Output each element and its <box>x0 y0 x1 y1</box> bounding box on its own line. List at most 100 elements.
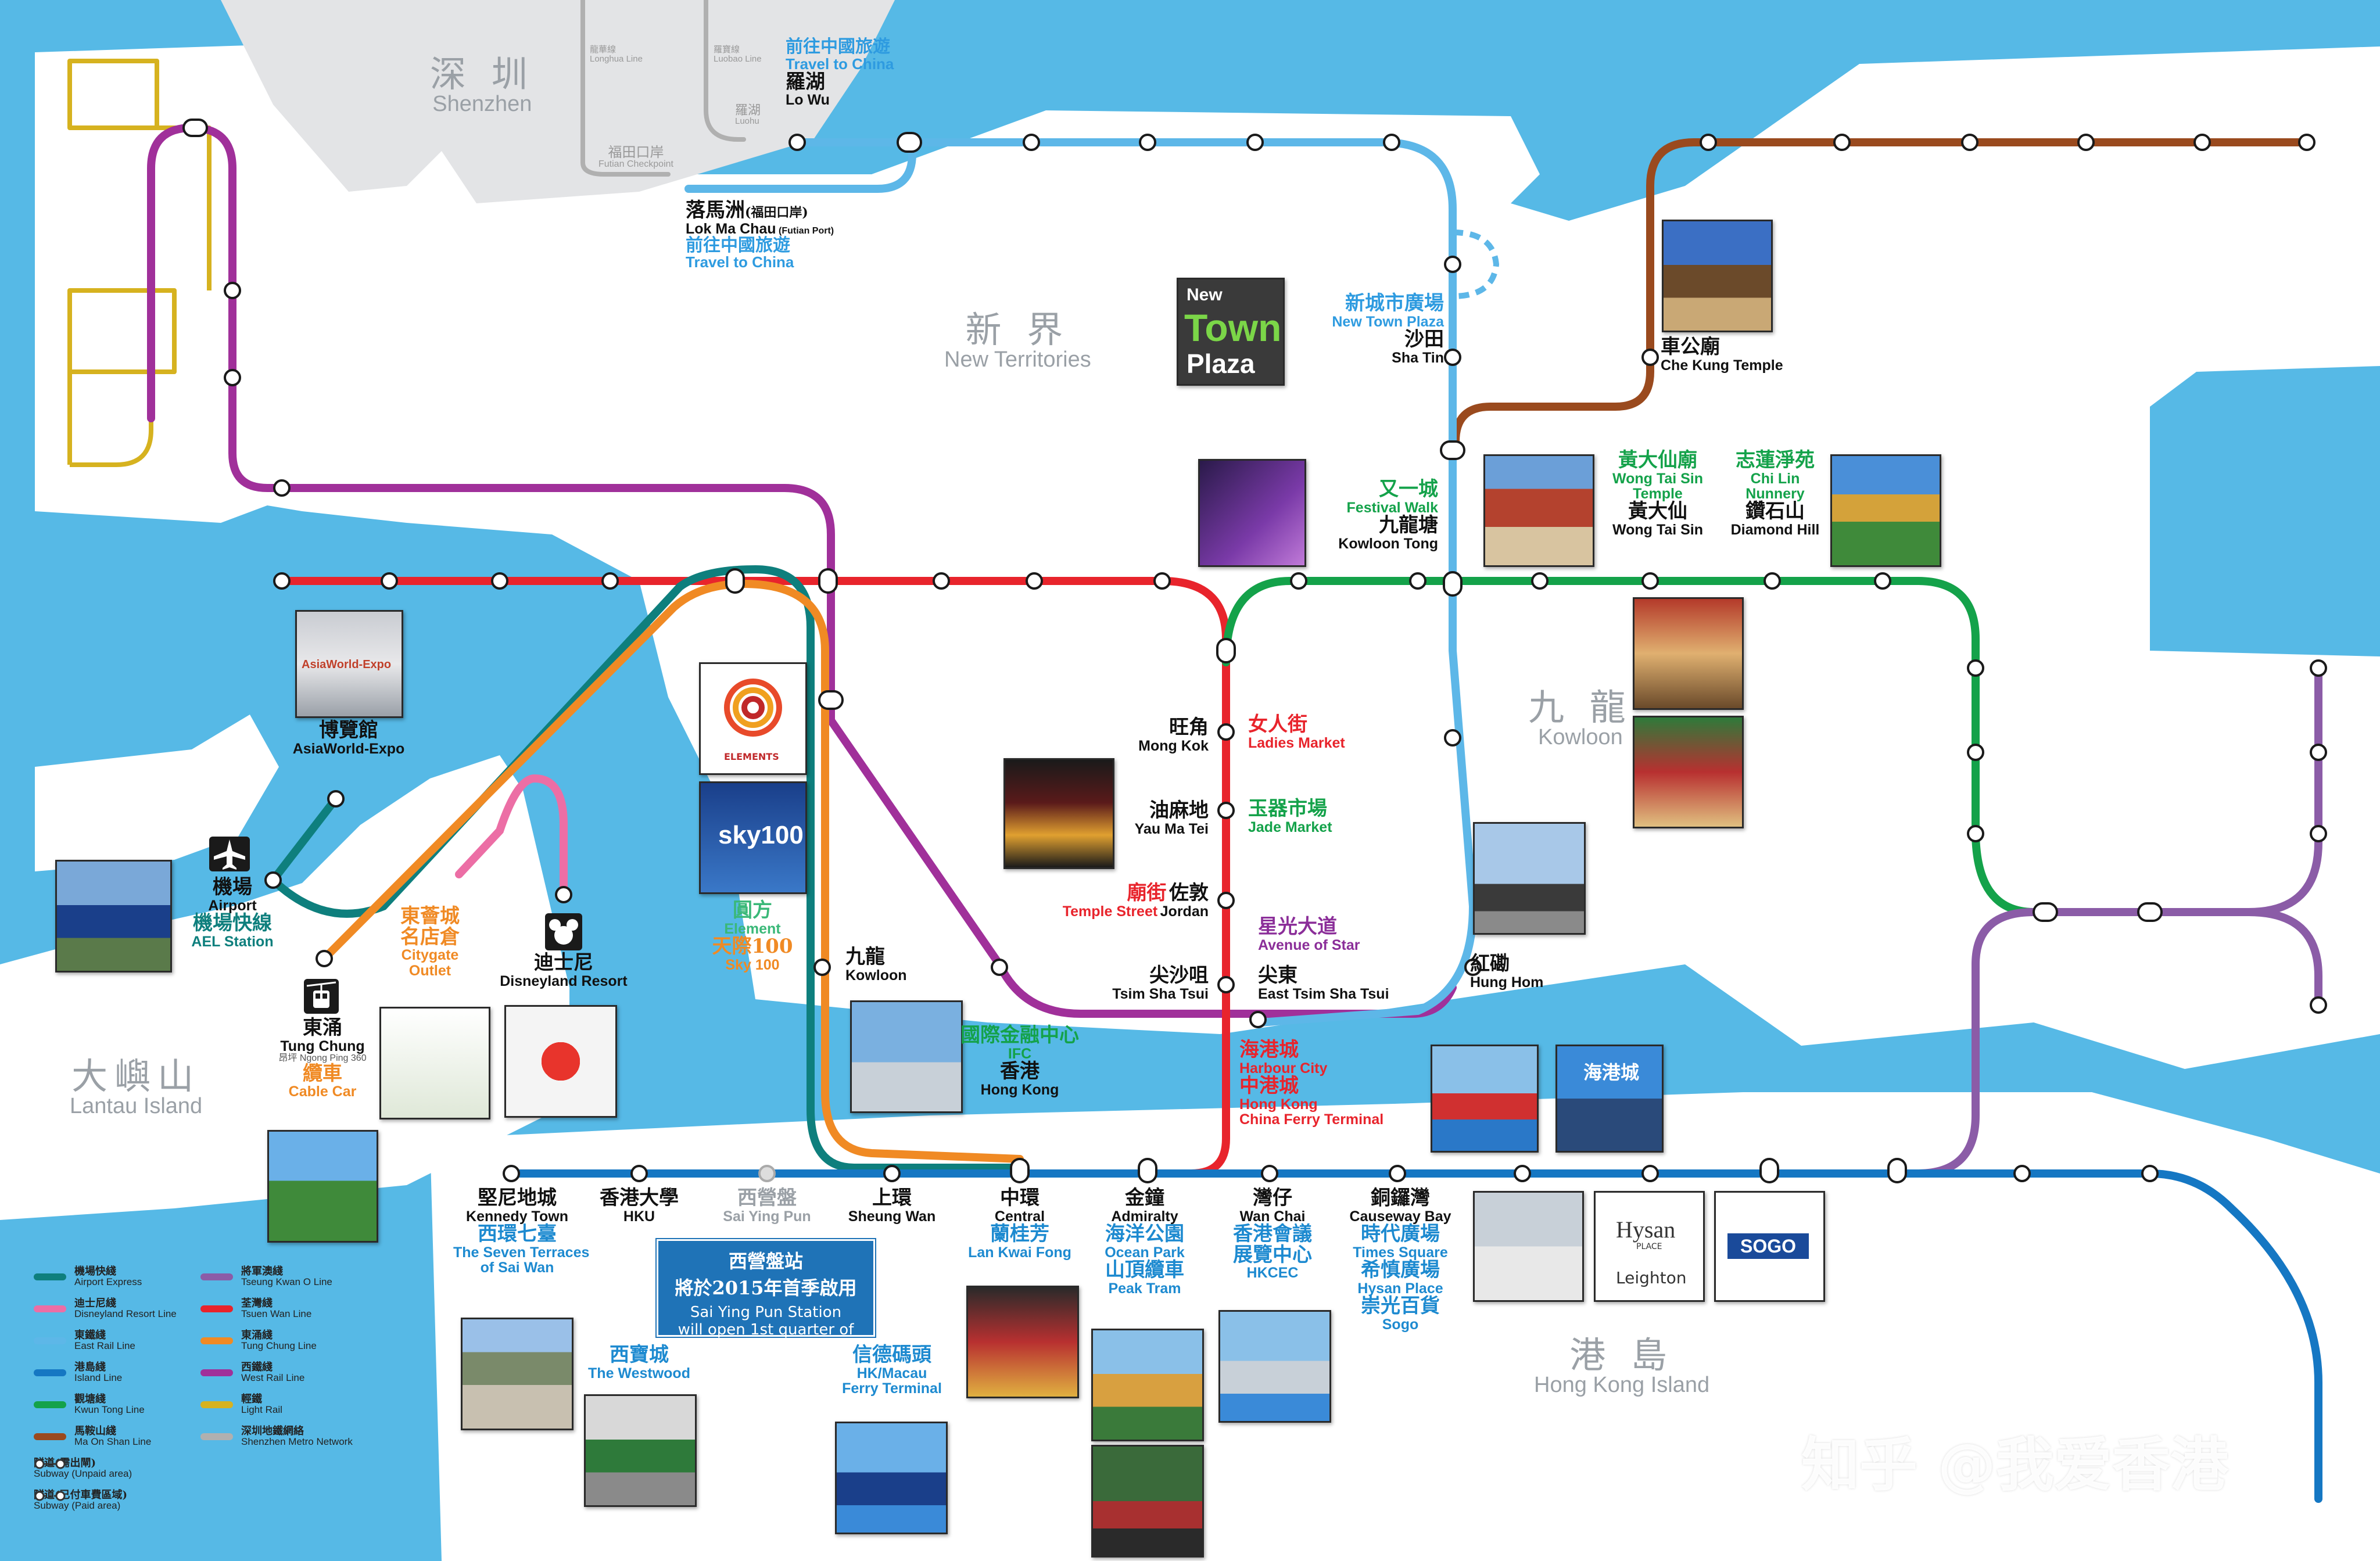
awe-zh: 博覽館 <box>319 719 378 742</box>
syp-zh: 西營盤 <box>737 1186 797 1210</box>
aos-zh: 星光大道 <box>1258 915 1337 938</box>
station-hong-kong[interactable]: 國際金融中心 IFC 香港 Hong Kong <box>959 1025 1081 1097</box>
station-kowloon-tong[interactable]: 又一城 Festival Walk 九龍塘 Kowloon Tong <box>1264 479 1438 551</box>
wts-temple-en1: Wong Tai Sin <box>1612 470 1703 487</box>
station-airport[interactable]: 機場 Airport 機場快線 AEL Station <box>174 877 291 949</box>
sevent-zh: 西環七臺 <box>478 1222 557 1246</box>
station-mong-kok[interactable]: 旺角 Mong Kok <box>1092 717 1209 753</box>
station-wong-tai-sin[interactable]: 黃大仙廟 Wong Tai Sin Temple 黃大仙 Wong Tai Si… <box>1597 450 1719 537</box>
region-hki-zh: 港 島 <box>1569 1334 1674 1376</box>
cable-car-icon <box>304 979 339 1014</box>
station-causeway-bay[interactable]: 銅鑼灣 Causeway Bay 時代廣場 Times Square 希慎廣場 … <box>1336 1187 1464 1332</box>
festival-walk-photo <box>1198 459 1306 567</box>
hkcec-en: HKCEC <box>1246 1265 1299 1282</box>
legend-6-en: Subway (Unpaid area) <box>34 1468 132 1479</box>
notice-line3: Sai Ying Pun Station <box>690 1304 842 1321</box>
station-admiralty[interactable]: 金鐘 Admiralty 海洋公園 Ocean Park 山頂纜車 Peak T… <box>1087 1187 1203 1297</box>
kowloon-en: Kowloon <box>845 967 907 984</box>
legend-subway-paid: 隧道(已付車費區域)Subway (Paid area) <box>34 1490 127 1511</box>
mk-zh: 旺角 <box>1169 716 1209 739</box>
legend-subway-unpaid: 隧道(需出閘)Subway (Unpaid area) <box>34 1458 132 1479</box>
cablecar-en: Cable Car <box>288 1083 357 1100</box>
chekung-zh: 車公廟 <box>1661 335 1720 358</box>
che-kung-temple-photo <box>1662 220 1773 332</box>
ferry-en1: HK/Macau <box>856 1365 927 1381</box>
station-sai-ying-pun[interactable]: 西營盤 Sai Ying Pun <box>709 1186 825 1224</box>
sw-zh: 上環 <box>872 1186 912 1210</box>
ferry-zh1: 信德碼頭 <box>852 1343 931 1366</box>
sevent-en1: The Seven Terraces <box>453 1244 590 1261</box>
disneyland-resort-line <box>455 774 568 899</box>
station-asiaworld-expo[interactable]: 博覽館 AsiaWorld-Expo <box>273 720 424 756</box>
station-lo-wu[interactable]: 前往中國旅遊 Travel to China 羅湖 Lo Wu <box>786 38 894 108</box>
chilin-en1: Chi Lin <box>1750 470 1800 487</box>
hkcec-photo <box>1218 1310 1331 1423</box>
macau-ferry-label: 信德碼頭 HK/Macau Ferry Terminal <box>828 1343 956 1396</box>
station-central[interactable]: 中環 Central 蘭桂芳 Lan Kwai Fong <box>956 1187 1084 1261</box>
region-kowloon-zh: 九 龍 <box>1528 686 1633 729</box>
hh-zh: 紅磡 <box>1470 952 1510 975</box>
station-tsim-sha-tsui[interactable]: 尖沙咀 Tsim Sha Tsui <box>1087 964 1209 1002</box>
citygate-en2: Outlet <box>408 962 451 979</box>
legend-2-zh: 東鐵綫 <box>74 1329 106 1341</box>
station-che-kung-temple[interactable]: 車公廟 Che Kung Temple <box>1661 335 1783 373</box>
region-kowloon-en: Kowloon <box>1537 725 1623 750</box>
kt-zh: 九龍塘 <box>1379 513 1438 537</box>
legend2-0-zh: 將軍澳綫 <box>241 1265 283 1277</box>
times-square-photo <box>1473 1191 1584 1302</box>
ladies-en: Ladies Market <box>1248 734 1345 751</box>
citygate-photo <box>379 1007 490 1119</box>
peak-en: Peak Tram <box>1108 1280 1181 1297</box>
kwun-tong-line <box>1222 577 2154 916</box>
hp-en: Hysan Place <box>1357 1280 1443 1297</box>
chi-lin-nunnery-photo <box>1830 454 1941 567</box>
sai-ying-pun-notice: 西營盤站 將於2015年首季啟用 Sai Ying Pun Station wi… <box>657 1239 875 1356</box>
harbourcity-zh: 海港城 <box>1239 1038 1299 1061</box>
lo-wu-en: Lo Wu <box>786 92 830 109</box>
lmc-zh-sub: (福田口岸) <box>745 205 808 220</box>
station-kowloon[interactable]: 九龍 Kowloon <box>845 946 907 984</box>
station-east-tsim-sha-tsui[interactable]: 尖東 East Tsim Sha Tsui <box>1258 965 1389 1002</box>
sz-futian-zh: 福田口岸 <box>608 145 664 160</box>
citygate-en1: Citygate <box>401 947 459 964</box>
tst-zh: 尖沙咀 <box>1149 964 1209 987</box>
fw-en: Festival Walk <box>1346 499 1438 516</box>
wc-zh: 灣仔 <box>1253 1186 1292 1210</box>
airport-express-train-photo <box>55 860 172 973</box>
station-disneyland[interactable]: 迪士尼 Disneyland Resort <box>476 952 651 989</box>
lkf-zh: 蘭桂芳 <box>990 1222 1049 1246</box>
ael-zh: 機場快線 <box>193 911 272 935</box>
station-hku[interactable]: 香港大學 HKU <box>581 1187 697 1224</box>
station-lok-ma-chau[interactable]: 落馬洲(福田口岸) Lok Ma Chau (Futian Port) 前往中國… <box>686 200 834 271</box>
station-kennedy-town[interactable]: 堅尼地城 Kennedy Town 西環七臺 The Seven Terrace… <box>453 1187 590 1276</box>
westwood-zh: 西寶城 <box>610 1343 669 1366</box>
station-sheung-wan[interactable]: 上環 Sheung Wan <box>834 1186 950 1224</box>
sevent-en2: of Sai Wan <box>480 1259 554 1276</box>
station-diamond-hill[interactable]: 志蓮淨苑 Chi Lin Nunnery 鑽石山 Diamond Hill <box>1714 450 1836 537</box>
kt2-en: Kennedy Town <box>466 1208 568 1225</box>
shenzhen-land <box>221 0 895 203</box>
avenue-of-stars-label: 星光大道 Avenue of Star <box>1258 915 1360 953</box>
lkf-en: Lan Kwai Fong <box>968 1244 1071 1261</box>
lan-kwai-fong-photo <box>966 1286 1079 1398</box>
station-tung-chung[interactable]: 東涌 Tung Chung 昂坪 Ngong Ping 360 纜車 Cable… <box>264 1017 381 1100</box>
tseung-kwan-o-line <box>1768 664 2322 1178</box>
legend2-2-en: Tung Chung Line <box>241 1340 317 1351</box>
chinaferry-en2: China Ferry Terminal <box>1239 1111 1384 1128</box>
station-yau-ma-tei[interactable]: 油麻地 Yau Ma Tei <box>1092 800 1209 837</box>
lmc-travel-en: Travel to China <box>686 253 794 271</box>
station-jordan[interactable]: 廟街 佐敦 Temple Street Jordan <box>1011 882 1209 919</box>
macau-ferry-photo <box>835 1422 948 1534</box>
region-lantau: 大嶼山 Lantau Island <box>70 1057 202 1118</box>
notice-line4: will open 1st quarter of 2015 <box>678 1321 854 1356</box>
wc-en: Wan Chai <box>1239 1208 1306 1225</box>
chilin-en2: Nunnery <box>1745 485 1805 502</box>
station-hung-hom[interactable]: 紅磡 Hung Hom <box>1470 952 1543 990</box>
airport-en: Airport <box>208 897 257 914</box>
airport-plane-icon <box>209 837 250 871</box>
zhihu-watermark: 知乎 @我爱香港 <box>1801 1431 2228 1499</box>
station-sha-tin[interactable]: 新城市廣場 New Town Plaza 沙田 Sha Tin <box>1287 293 1444 365</box>
station-wan-chai[interactable]: 灣仔 Wan Chai 香港會議 展覽中心 HKCEC <box>1214 1186 1331 1282</box>
